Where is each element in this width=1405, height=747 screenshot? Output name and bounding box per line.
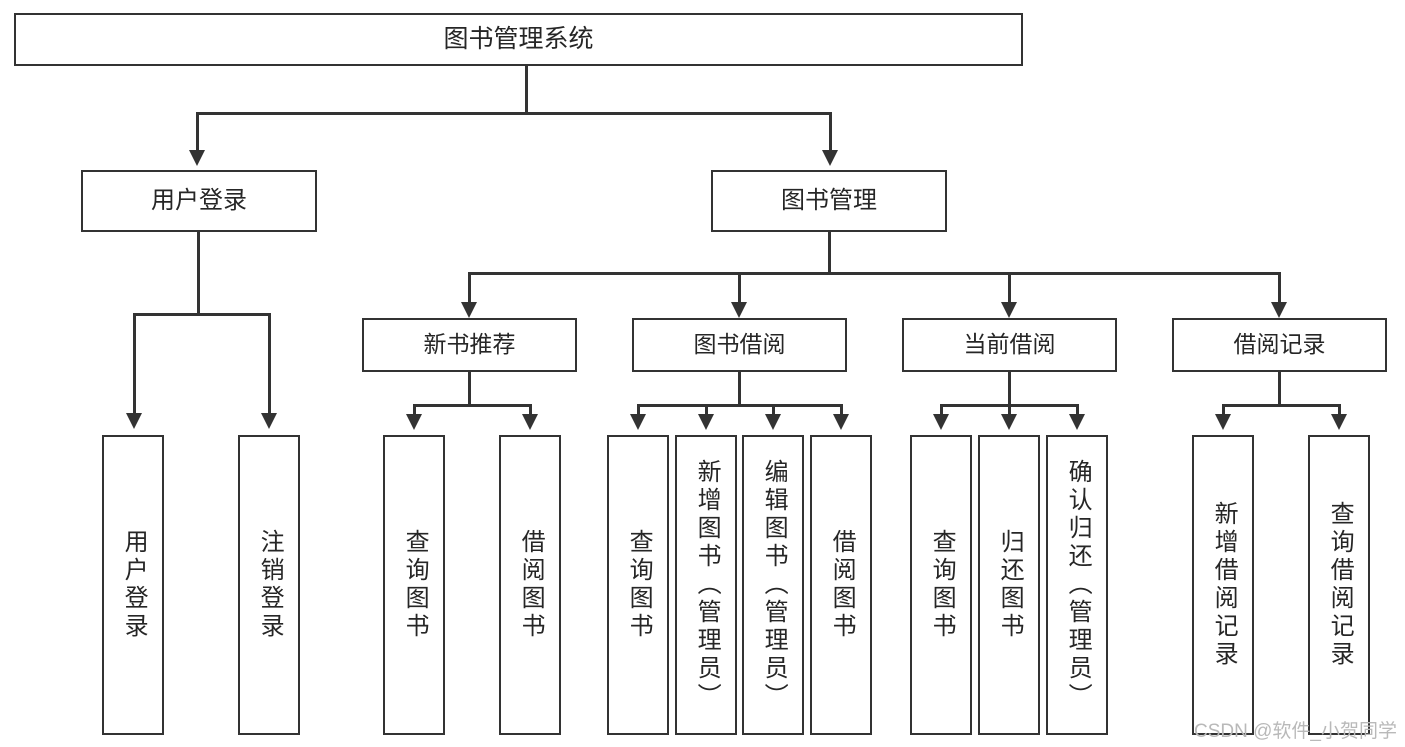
node-leaf-query-record[interactable]: 查询借阅记录: [1308, 435, 1370, 735]
node-label: 编辑图书（管理员）: [760, 459, 788, 711]
connector-nbr-leaf-2: [529, 404, 532, 418]
node-label: 确认归还（管理员）: [1064, 459, 1092, 711]
connector-cb-leaf-3: [1076, 404, 1079, 418]
node-book-borrow[interactable]: 图书借阅: [632, 318, 847, 372]
connector-user-login-to-leaf-2: [268, 313, 271, 415]
arrow-bb-leaf-2: [698, 414, 714, 430]
arrow-user-login-to-leaf-1: [126, 413, 142, 429]
node-label: 当前借阅: [963, 331, 1056, 358]
connector-borrow-record-stem: [1278, 372, 1281, 406]
connector-root-bus: [196, 112, 832, 115]
connector-br-leaf-2: [1338, 404, 1341, 418]
node-label: 图书管理系统: [443, 24, 594, 53]
connector-root-to-user-login: [196, 112, 199, 152]
connector-to-book-borrow: [738, 272, 741, 304]
node-label: 图书借阅: [693, 331, 786, 358]
node-label: 新增借阅记录: [1210, 501, 1238, 669]
node-current-borrow[interactable]: 当前借阅: [902, 318, 1117, 372]
connector-book-management-stem: [828, 232, 831, 274]
node-label: 用户登录: [120, 529, 148, 641]
connector-root-stem: [525, 66, 528, 113]
node-label: 查询借阅记录: [1326, 501, 1354, 669]
node-leaf-user-login[interactable]: 用户登录: [102, 435, 164, 735]
node-user-login[interactable]: 用户登录: [81, 170, 317, 232]
node-label: 借阅记录: [1233, 331, 1326, 358]
arrow-nbr-leaf-1: [406, 414, 422, 430]
arrow-nbr-leaf-2: [522, 414, 538, 430]
connector-level3-bus: [468, 272, 1280, 275]
connector-new-book-recommend-bus: [413, 404, 531, 407]
connector-nbr-leaf-1: [413, 404, 416, 418]
node-leaf-logout-login[interactable]: 注销登录: [238, 435, 300, 735]
connector-to-current-borrow: [1008, 272, 1011, 304]
node-leaf-confirm-return[interactable]: 确认归还（管理员）: [1046, 435, 1108, 735]
node-label: 借阅图书: [517, 529, 545, 641]
node-label: 查询图书: [928, 529, 956, 641]
node-label: 归还图书: [996, 529, 1024, 641]
node-borrow-record[interactable]: 借阅记录: [1172, 318, 1387, 372]
arrow-user-login-to-leaf-2: [261, 413, 277, 429]
node-label: 用户登录: [151, 186, 247, 214]
node-label: 查询图书: [625, 529, 653, 641]
node-new-book-recommend[interactable]: 新书推荐: [362, 318, 577, 372]
connector-book-borrow-bus: [637, 404, 840, 407]
arrow-br-leaf-1: [1215, 414, 1231, 430]
connector-user-login-bus: [133, 313, 270, 316]
connector-new-book-recommend-stem: [468, 372, 471, 406]
connector-to-new-book-recommend: [468, 272, 471, 304]
arrow-cb-leaf-2: [1001, 414, 1017, 430]
connector-user-login-stem: [197, 232, 200, 314]
arrow-to-borrow-record: [1271, 302, 1287, 318]
connector-book-borrow-stem: [738, 372, 741, 406]
arrow-bb-leaf-1: [630, 414, 646, 430]
arrow-cb-leaf-1: [933, 414, 949, 430]
node-leaf-add-record[interactable]: 新增借阅记录: [1192, 435, 1254, 735]
node-leaf-add-book[interactable]: 新增图书（管理员）: [675, 435, 737, 735]
node-label: 新增图书（管理员）: [693, 459, 721, 711]
node-label: 新书推荐: [423, 331, 516, 358]
node-leaf-edit-book[interactable]: 编辑图书（管理员）: [742, 435, 804, 735]
node-root-system[interactable]: 图书管理系统: [14, 13, 1023, 66]
watermark-text: CSDN @软件_小贺同学: [1194, 721, 1397, 742]
node-leaf-query-book-1[interactable]: 查询图书: [383, 435, 445, 735]
arrow-bb-leaf-4: [833, 414, 849, 430]
connector-user-login-to-leaf-1: [133, 313, 136, 415]
connector-bb-leaf-2: [705, 404, 708, 418]
connector-bb-leaf-4: [840, 404, 843, 418]
node-label: 查询图书: [401, 529, 429, 641]
connector-current-borrow-stem: [1008, 372, 1011, 406]
connector-br-leaf-1: [1222, 404, 1225, 418]
arrow-br-leaf-2: [1331, 414, 1347, 430]
connector-root-to-book-management: [829, 112, 832, 152]
arrow-to-new-book-recommend: [461, 302, 477, 318]
arrow-root-to-user-login: [189, 150, 205, 166]
arrow-root-to-book-management: [822, 150, 838, 166]
node-leaf-query-book-2[interactable]: 查询图书: [607, 435, 669, 735]
arrow-bb-leaf-3: [765, 414, 781, 430]
connector-cb-leaf-2: [1008, 404, 1011, 418]
node-book-management[interactable]: 图书管理: [711, 170, 947, 232]
arrow-cb-leaf-3: [1069, 414, 1085, 430]
node-leaf-borrow-book-1[interactable]: 借阅图书: [499, 435, 561, 735]
node-label: 注销登录: [256, 529, 284, 641]
connector-cb-leaf-1: [940, 404, 943, 418]
node-label: 图书管理: [781, 186, 877, 214]
arrow-to-book-borrow: [731, 302, 747, 318]
connector-bb-leaf-1: [637, 404, 640, 418]
connector-to-borrow-record: [1278, 272, 1281, 304]
node-leaf-borrow-book-2[interactable]: 借阅图书: [810, 435, 872, 735]
arrow-to-current-borrow: [1001, 302, 1017, 318]
node-label: 借阅图书: [828, 529, 856, 641]
connector-bb-leaf-3: [772, 404, 775, 418]
connector-borrow-record-bus: [1222, 404, 1340, 407]
node-leaf-query-book-3[interactable]: 查询图书: [910, 435, 972, 735]
node-leaf-return-book[interactable]: 归还图书: [978, 435, 1040, 735]
